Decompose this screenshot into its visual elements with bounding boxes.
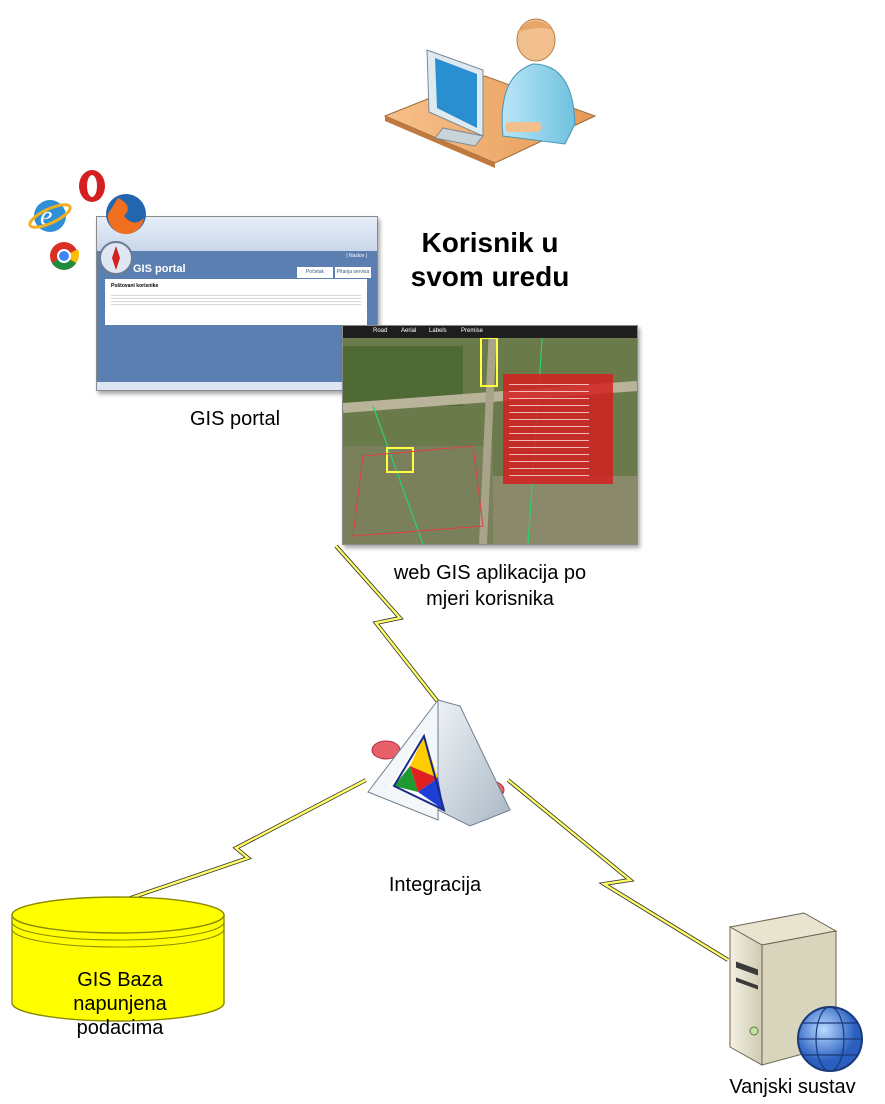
portal-button-questions[interactable]: Pitanja servisa bbox=[335, 267, 371, 278]
map-tab-labels[interactable]: Labels bbox=[429, 328, 447, 334]
browser-icons: e bbox=[28, 170, 146, 275]
external-caption: Vanjski sustav bbox=[729, 1076, 856, 1098]
map-tab-road[interactable]: Road bbox=[373, 328, 388, 334]
user-caption: Korisnik u svom uredu bbox=[395, 226, 585, 294]
portal-caption: GIS portal bbox=[189, 408, 281, 430]
opera-browser-icon bbox=[79, 170, 105, 202]
portal-text-lines bbox=[111, 293, 361, 307]
feature-info-popup bbox=[503, 374, 613, 484]
portal-content-panel: Poštovani korisnike bbox=[105, 279, 367, 325]
user-at-desk-icon bbox=[383, 18, 597, 168]
chrome-browser-icon bbox=[50, 242, 80, 270]
portal-home-link[interactable]: | Naslov | bbox=[346, 253, 367, 259]
webapp-caption-line1: web GIS aplikacija po bbox=[393, 562, 587, 584]
database-caption-line1: GIS Baza bbox=[77, 969, 163, 991]
popup-text-lines bbox=[509, 380, 589, 476]
user-caption-line2: svom uredu bbox=[410, 261, 570, 292]
map-tab-premise[interactable]: Premise bbox=[461, 328, 484, 334]
user-caption-line1: Korisnik u bbox=[421, 227, 559, 258]
browser-status-bar bbox=[97, 382, 377, 390]
database-caption-line3: podacima bbox=[76, 1017, 164, 1039]
portal-screen-title: GIS portal bbox=[133, 263, 186, 275]
safari-browser-icon bbox=[99, 241, 133, 275]
integration-caption: Integracija bbox=[388, 874, 482, 896]
database-caption-line2: napunjena bbox=[73, 993, 167, 1015]
firefox-browser-icon bbox=[106, 194, 146, 235]
database-cylinder-icon bbox=[11, 896, 225, 1022]
portal-button-start[interactable]: Početak bbox=[297, 267, 333, 278]
ie-browser-icon: e bbox=[28, 200, 72, 232]
map-toolbar: Road Aerial Labels Premise bbox=[343, 326, 637, 338]
webapp-caption: web GIS aplikacija po mjeri korisnika bbox=[340, 560, 640, 612]
prism-color-face bbox=[390, 728, 446, 812]
integration-prism-icon bbox=[367, 698, 511, 827]
server-globe-icon bbox=[728, 912, 863, 1072]
portal-heading: Poštovani korisnike bbox=[111, 283, 159, 289]
database-caption: GIS Baza napunjena podacima bbox=[20, 968, 220, 1040]
map-tab-aerial[interactable]: Aerial bbox=[401, 328, 417, 334]
webgis-screenshot[interactable]: Road Aerial Labels Premise bbox=[342, 325, 638, 545]
webapp-caption-line2: mjeri korisnika bbox=[426, 588, 554, 610]
